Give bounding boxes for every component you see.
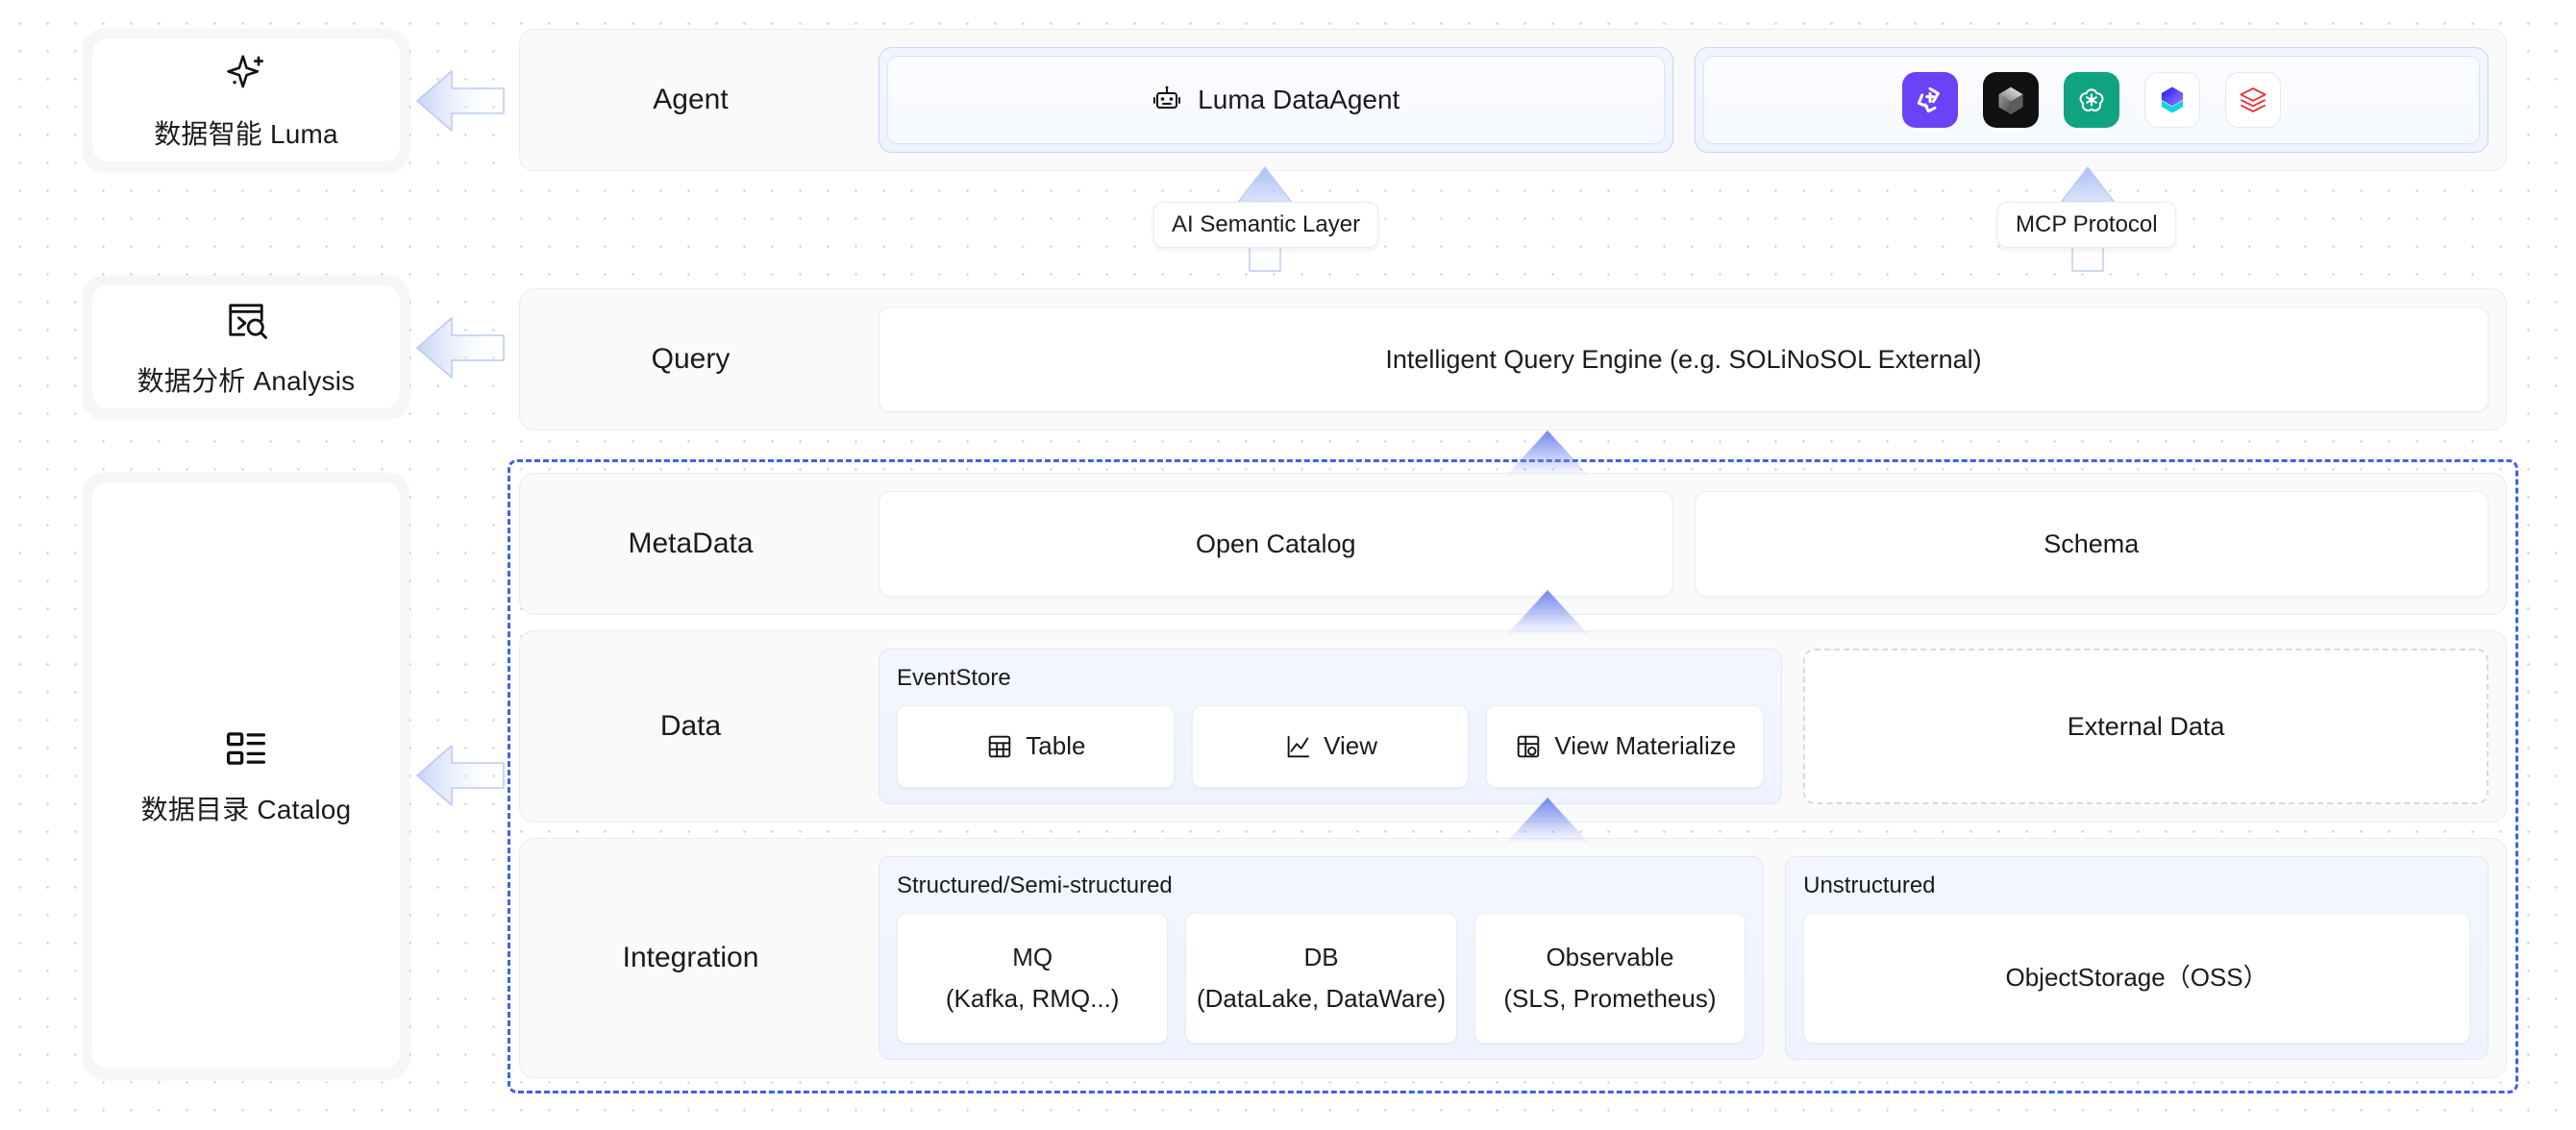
- dify-logo-icon[interactable]: [1901, 72, 1958, 128]
- databricks-logo-icon[interactable]: [2224, 72, 2281, 128]
- layer-label-metadata: MetaData: [628, 528, 754, 559]
- sidebar-card-luma[interactable]: 数据智能 Luma: [83, 29, 409, 171]
- luma-dataagent-label: Luma DataAgent: [1198, 85, 1400, 114]
- observable-chip-line2: (SLS, Prometheus): [1503, 984, 1717, 1013]
- db-chip-line1: DB: [1303, 942, 1339, 971]
- layer-label-query: Query: [651, 343, 731, 375]
- layer-row-agent: Agent Luma DataA: [519, 29, 2507, 171]
- layer-row-integration: Integration Structured/Semi-structured M…: [519, 838, 2507, 1078]
- layer-body-agent: Luma DataAgent: [861, 30, 2506, 170]
- sidebar-card-luma-label: 数据智能 Luma: [154, 119, 338, 149]
- db-chip-line2: (DataLake, DataWare): [1196, 984, 1447, 1013]
- observable-chip-line1: Observable: [1546, 942, 1674, 971]
- chevron-metadata-to-query-icon: [1501, 429, 1594, 479]
- mq-chip-line2: (Kafka, RMQ...): [945, 984, 1120, 1013]
- layer-body-metadata: Open Catalog Schema: [861, 474, 2506, 614]
- layer-label-agent: Agent: [653, 84, 729, 115]
- intelligent-query-engine-label: Intelligent Query Engine (e.g. SOLiNoSOL…: [1385, 344, 1982, 374]
- unstructured-items: ObjectStorage（OSS）: [1803, 913, 2470, 1044]
- open-catalog-panel[interactable]: Open Catalog: [879, 491, 1673, 597]
- layer-body-data: EventStore Table: [861, 631, 2506, 822]
- sidebar-card-analysis[interactable]: 数据分析 Analysis: [83, 276, 409, 418]
- chevron-data-to-metadata-icon: [1501, 588, 1594, 638]
- arrow-to-catalog-icon: [413, 740, 506, 811]
- cursor-logo-icon[interactable]: [1982, 72, 2039, 128]
- view-materialize-chip[interactable]: View Materialize: [1486, 705, 1765, 788]
- table-chip-label: Table: [1026, 731, 1086, 761]
- layer-body-integration: Structured/Semi-structured MQ (Kafka, RM…: [861, 839, 2506, 1077]
- robot-icon: [1152, 85, 1182, 115]
- chart-view-icon: [1283, 732, 1312, 761]
- chevron-integration-to-data-icon: [1501, 796, 1594, 846]
- sidebar-card-analysis-label: 数据分析 Analysis: [136, 366, 356, 396]
- view-chip[interactable]: View: [1191, 705, 1470, 788]
- sparkle-icon: [221, 48, 271, 98]
- eventstore-items: Table View: [897, 705, 1765, 788]
- terminal-search-icon: [221, 295, 271, 345]
- layer-body-query: Intelligent Query Engine (e.g. SOLiNoSOL…: [861, 289, 2506, 430]
- unstructured-group-title: Unstructured: [1803, 872, 1936, 898]
- layer-label-data: Data: [659, 710, 722, 742]
- sidebar-card-luma-inner: 数据智能 Luma: [92, 38, 400, 161]
- external-data-label: External Data: [2067, 711, 2225, 741]
- view-materialize-chip-label: View Materialize: [1554, 731, 1737, 761]
- hex-gradient-logo-icon[interactable]: [2143, 72, 2200, 128]
- mq-chip-line1: MQ: [1012, 942, 1053, 971]
- arrow-to-analysis-icon: [413, 312, 506, 383]
- table-icon: [985, 732, 1014, 761]
- objectstorage-chip-label: ObjectStorage（OSS）: [2005, 963, 2268, 993]
- schema-panel[interactable]: Schema: [1694, 491, 2489, 597]
- arrow-to-luma-icon: [413, 65, 506, 136]
- schema-label: Schema: [2043, 528, 2140, 558]
- openai-logo-icon[interactable]: [2063, 72, 2119, 128]
- structured-group-title: Structured/Semi-structured: [897, 872, 1173, 898]
- open-catalog-label: Open Catalog: [1195, 528, 1356, 558]
- sidebar-card-catalog-inner: 数据目录 Catalog: [92, 482, 400, 1069]
- layer-row-data: Data EventStore Table: [519, 630, 2507, 823]
- intelligent-query-engine-panel[interactable]: Intelligent Query Engine (e.g. SOLiNoSOL…: [879, 307, 2489, 412]
- layer-row-query: Query Intelligent Query Engine (e.g. SOL…: [519, 288, 2507, 430]
- mq-chip[interactable]: MQ (Kafka, RMQ...): [897, 913, 1169, 1044]
- eventstore-group-title: EventStore: [897, 665, 1011, 691]
- agent-logo-strip: [1901, 72, 2281, 128]
- sidebar-card-catalog-label: 数据目录 Catalog: [140, 795, 352, 824]
- sidebar-card-catalog[interactable]: 数据目录 Catalog: [83, 473, 409, 1078]
- agent-integrations-inner: [1702, 56, 2480, 144]
- list-layout-icon: [221, 724, 271, 774]
- observable-chip[interactable]: Observable (SLS, Prometheus): [1474, 913, 1746, 1044]
- agent-integrations-panel[interactable]: [1694, 47, 2489, 153]
- layer-label-integration: Integration: [622, 942, 759, 973]
- luma-dataagent-inner: Luma DataAgent: [887, 56, 1665, 144]
- objectstorage-chip[interactable]: ObjectStorage（OSS）: [1803, 913, 2470, 1044]
- connector-label-mcp-protocol: MCP Protocol: [1997, 202, 2176, 248]
- sidebar-card-analysis-inner: 数据分析 Analysis: [92, 285, 400, 408]
- structured-group: Structured/Semi-structured MQ (Kafka, RM…: [879, 856, 1765, 1060]
- view-chip-label: View: [1324, 731, 1378, 761]
- eventstore-group: EventStore Table: [879, 649, 1783, 804]
- table-chip[interactable]: Table: [897, 705, 1175, 788]
- luma-dataagent-panel[interactable]: Luma DataAgent: [879, 47, 1673, 153]
- connector-label-semantic-layer: AI Semantic Layer: [1153, 202, 1379, 248]
- structured-items: MQ (Kafka, RMQ...) DB (DataLake, DataWar…: [897, 913, 1746, 1044]
- unstructured-group: Unstructured ObjectStorage（OSS）: [1785, 856, 2489, 1060]
- external-data-panel[interactable]: External Data: [1803, 649, 2489, 804]
- db-chip[interactable]: DB (DataLake, DataWare): [1185, 913, 1457, 1044]
- materialized-view-icon: [1514, 732, 1543, 761]
